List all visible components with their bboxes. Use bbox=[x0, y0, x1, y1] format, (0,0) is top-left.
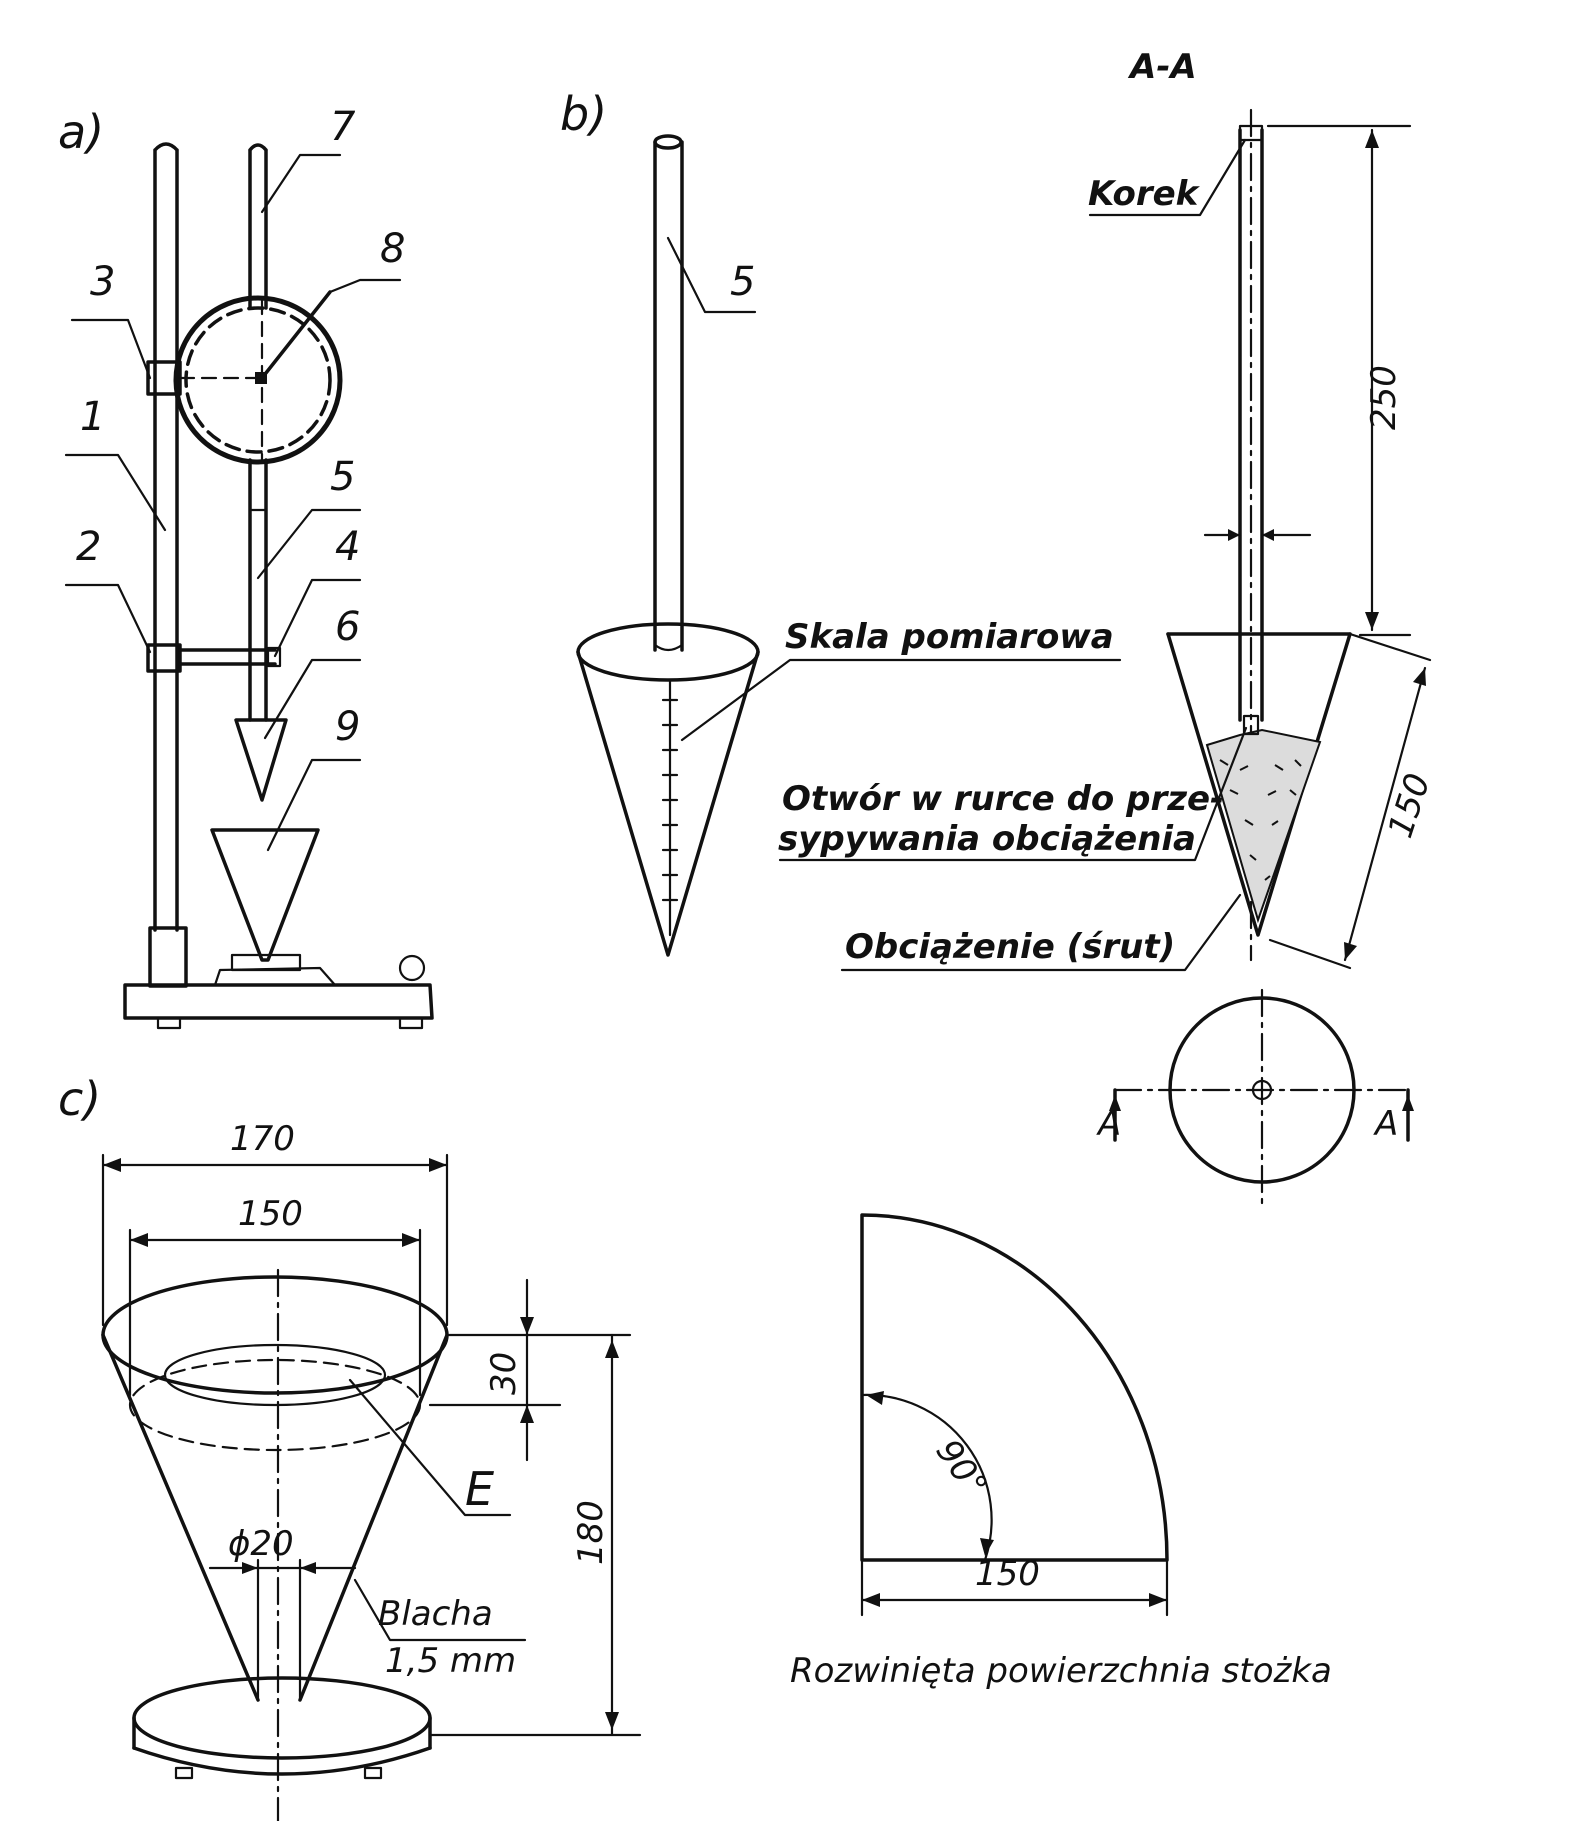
dimension-angle-90: 90° bbox=[928, 1432, 995, 1504]
caption-developed-surface: Rozwinięta powierzchnia stożka bbox=[790, 1651, 1332, 1691]
part-number-1: 1 bbox=[80, 394, 105, 440]
label-blacha-line2: 1,5 mm bbox=[385, 1641, 516, 1681]
label-skala-pomiarowa: Skala pomiarowa bbox=[785, 617, 1114, 657]
label-korek: Korek bbox=[1088, 174, 1201, 214]
section-title: A-A bbox=[1127, 47, 1197, 87]
part-number-2: 2 bbox=[76, 524, 101, 570]
dimension-150-cone: 150 bbox=[1381, 769, 1439, 843]
label-blacha-line1: Blacha bbox=[378, 1594, 493, 1634]
part-number-9: 9 bbox=[335, 704, 360, 750]
panel-c-cone-container bbox=[101, 1153, 642, 1821]
dimension-180: 180 bbox=[571, 1500, 611, 1565]
dimension-150-developed: 150 bbox=[975, 1554, 1040, 1594]
label-e: E bbox=[465, 1462, 494, 1516]
label-otwor-line1: Otwór w rurce do prze- bbox=[782, 779, 1224, 819]
part-number-5-probe: 5 bbox=[730, 259, 755, 305]
panel-c-label: c) bbox=[58, 1072, 101, 1126]
label-obciazenie: Obciążenie (śrut) bbox=[845, 927, 1175, 967]
part-number-3: 3 bbox=[90, 259, 115, 305]
section-marker-a-left: A bbox=[1096, 1104, 1121, 1144]
panel-a-apparatus bbox=[64, 142, 434, 1030]
part-number-5: 5 bbox=[330, 454, 355, 500]
dimension-150-rim: 150 bbox=[238, 1194, 303, 1234]
dimension-250: 250 bbox=[1364, 365, 1404, 430]
panel-b-cone-probe bbox=[576, 134, 1122, 957]
part-number-8: 8 bbox=[380, 226, 405, 272]
developed-cone-surface bbox=[860, 1213, 1169, 1617]
dimension-30: 30 bbox=[484, 1352, 524, 1395]
panel-b-label: b) bbox=[560, 87, 607, 141]
part-number-7: 7 bbox=[330, 104, 356, 150]
panel-a-label: a) bbox=[58, 105, 104, 159]
section-a-a bbox=[778, 108, 1432, 1212]
dimension-phi20: ϕ20 bbox=[228, 1524, 294, 1564]
section-marker-a-right: A bbox=[1373, 1104, 1398, 1144]
label-otwor-line2: sypywania obciążenia bbox=[778, 819, 1196, 859]
dimension-170: 170 bbox=[230, 1119, 295, 1159]
part-number-4: 4 bbox=[335, 524, 360, 570]
part-number-6: 6 bbox=[335, 604, 360, 650]
